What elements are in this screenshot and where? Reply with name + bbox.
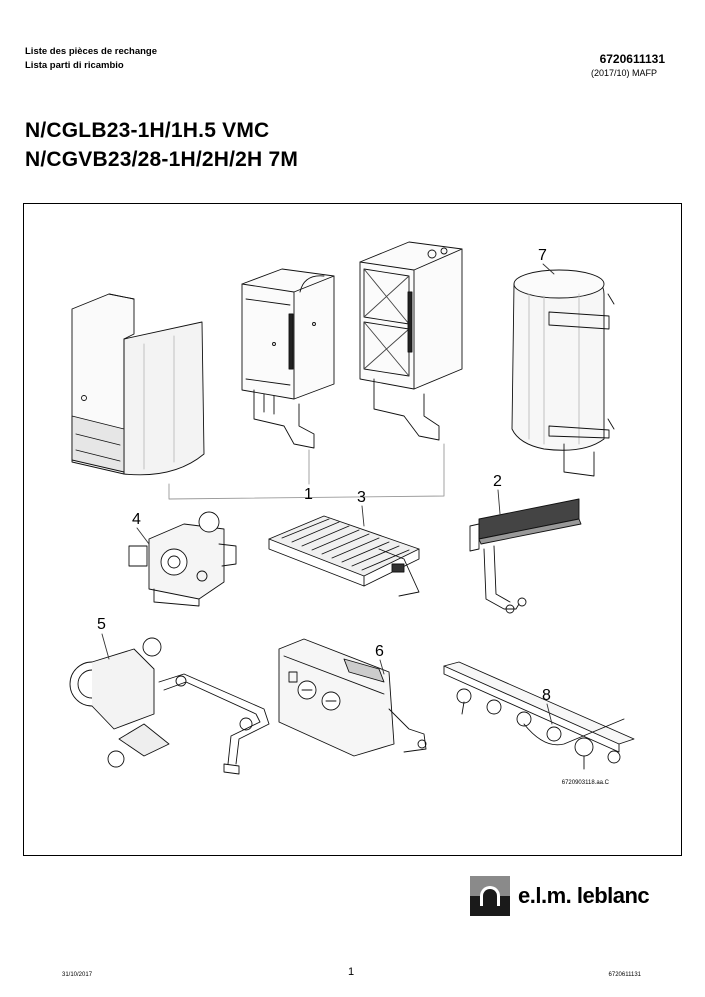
gas-valve-drawing [128, 511, 237, 607]
header-doc-info: 6720611131 (2017/10) MAFP [591, 52, 665, 79]
label-4: 4 [132, 511, 141, 528]
label-5: 5 [97, 616, 106, 633]
brand-logo-icon [470, 876, 510, 916]
footer-date: 31/10/2017 [62, 972, 93, 978]
label-2: 2 [493, 473, 502, 490]
expansion-vessel-drawing [511, 269, 615, 477]
label-3: 3 [357, 489, 366, 506]
assembly-leader-lines [168, 443, 445, 500]
control-panel-drawing [278, 638, 427, 757]
header-subtitle: Liste des pièces de rechange Lista parti… [25, 45, 157, 73]
label-6: 6 [375, 643, 384, 660]
footer-page-number: 1 [348, 966, 355, 978]
doc-date: (2017/10) MAFP [590, 68, 657, 78]
brand-name: e.l.m. leblanc [518, 883, 650, 908]
connection-pipes-drawing [443, 661, 635, 770]
heat-exchanger-drawing [469, 498, 582, 614]
title-line-1: N/CGLB23-1H/1H.5 VMC [25, 119, 270, 142]
pump-drawing [69, 637, 270, 775]
burner-drawing [268, 515, 420, 597]
header-line-fr: Liste des pièces de rechange [25, 46, 158, 57]
chassis-left-drawing [241, 268, 335, 449]
exploded-view-diagram: 1 2 3 4 5 6 7 8 [69, 241, 635, 775]
exploded-view-frame: 1 2 3 4 5 6 7 8 [23, 203, 682, 856]
footer-doc-number: 6720611131 [608, 972, 641, 978]
casing-drawing [71, 293, 205, 476]
figure-reference: 6720903118.aa.C [561, 780, 609, 786]
label-7: 7 [538, 247, 547, 264]
page-title: N/CGLB23-1H/1H.5 VMC N/CGVB23/28-1H/2H/2… [25, 116, 298, 174]
label-1: 1 [304, 486, 313, 503]
chassis-right-drawing [359, 241, 463, 441]
header-line-it: Lista parti di ricambio [25, 60, 124, 71]
brand-logo: e.l.m. leblanc [470, 876, 660, 916]
doc-number: 6720611131 [599, 52, 665, 66]
label-8: 8 [542, 687, 551, 704]
title-line-2: N/CGVB23/28-1H/2H/2H 7M [25, 148, 299, 171]
